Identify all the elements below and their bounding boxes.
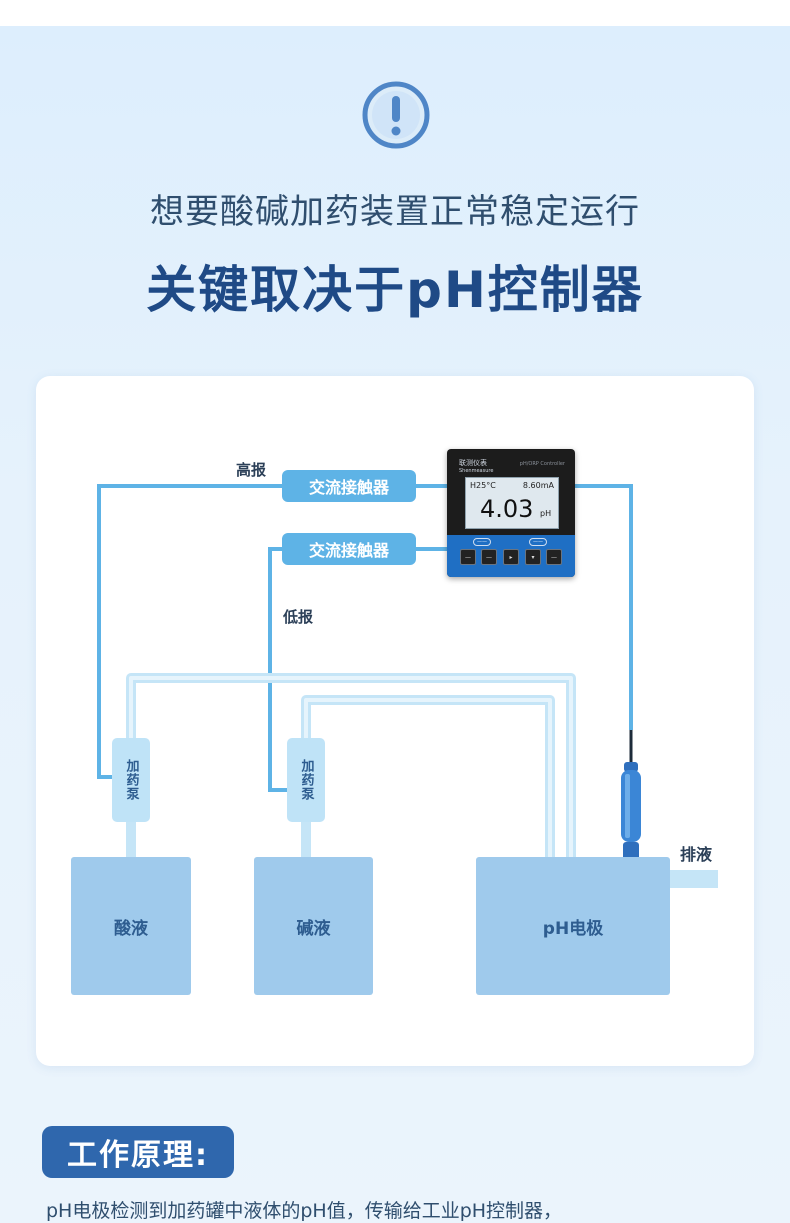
pump-acid: 加药泵 xyxy=(112,738,150,822)
contactor-top: 交流接触器 xyxy=(282,470,416,502)
low-alarm-label: 低报 xyxy=(283,608,314,626)
screen-current: 8.60mA xyxy=(522,481,554,490)
clamp-right: —— xyxy=(529,538,547,546)
controller-screen: H25°C 8.60mA 4.03 pH xyxy=(465,477,559,529)
drain-spout xyxy=(668,870,718,888)
controller-button-2: — xyxy=(481,549,497,565)
screen-ph-unit: pH xyxy=(540,509,552,518)
screen-ph-value: 4.03 xyxy=(480,495,534,523)
electrode-wire xyxy=(575,484,633,730)
ph-electrode-probe xyxy=(621,730,641,877)
screen-temp: H25°C xyxy=(470,481,496,490)
exclamation-circle-icon xyxy=(362,81,430,149)
acid-connector xyxy=(126,822,136,858)
alkali-connector xyxy=(301,822,311,858)
tank-ph-electrode: pH电极 xyxy=(476,857,670,995)
tank-alkali: 碱液 xyxy=(254,857,373,995)
low-alarm-wire xyxy=(268,547,289,792)
high-alarm-wire xyxy=(97,484,282,779)
pump-alkali: 加药泵 xyxy=(287,738,325,822)
alkali-pipe xyxy=(301,695,555,858)
tank-acid: 酸液 xyxy=(71,857,191,995)
controller-button-1: — xyxy=(460,549,476,565)
controller-keypad: —— —— — — ▸ ▾ — xyxy=(447,535,575,577)
section-title: 工作原理: xyxy=(42,1126,234,1178)
ph-controller: 联测仪表 Shenmeasure pH/ORP Controller H25°C… xyxy=(447,449,575,577)
controller-model: pH/ORP Controller xyxy=(519,461,565,467)
high-alarm-label: 高报 xyxy=(236,461,267,479)
controller-button-4: ▾ xyxy=(525,549,541,565)
controller-brand: 联测仪表 Shenmeasure xyxy=(459,459,494,474)
controller-button-3: ▸ xyxy=(503,549,519,565)
contactor-bottom: 交流接触器 xyxy=(282,533,416,565)
headline-line1: 想要酸碱加药装置正常稳定运行 xyxy=(150,192,640,232)
controller-button-5: — xyxy=(546,549,562,565)
headline-line2: 关键取决于pH控制器 xyxy=(146,261,644,319)
top-strip xyxy=(0,0,790,26)
clamp-left: —— xyxy=(473,538,491,546)
drain-label: 排液 xyxy=(680,845,713,864)
section-text: pH电极检测到加药罐中液体的pH值，传输给工业pH控制器， xyxy=(46,1200,563,1222)
